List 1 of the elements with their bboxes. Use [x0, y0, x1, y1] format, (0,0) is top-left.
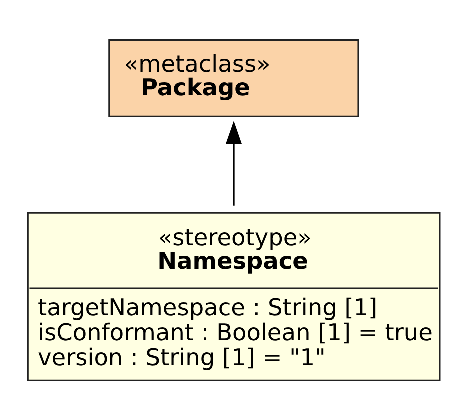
arrow [226, 120, 242, 206]
